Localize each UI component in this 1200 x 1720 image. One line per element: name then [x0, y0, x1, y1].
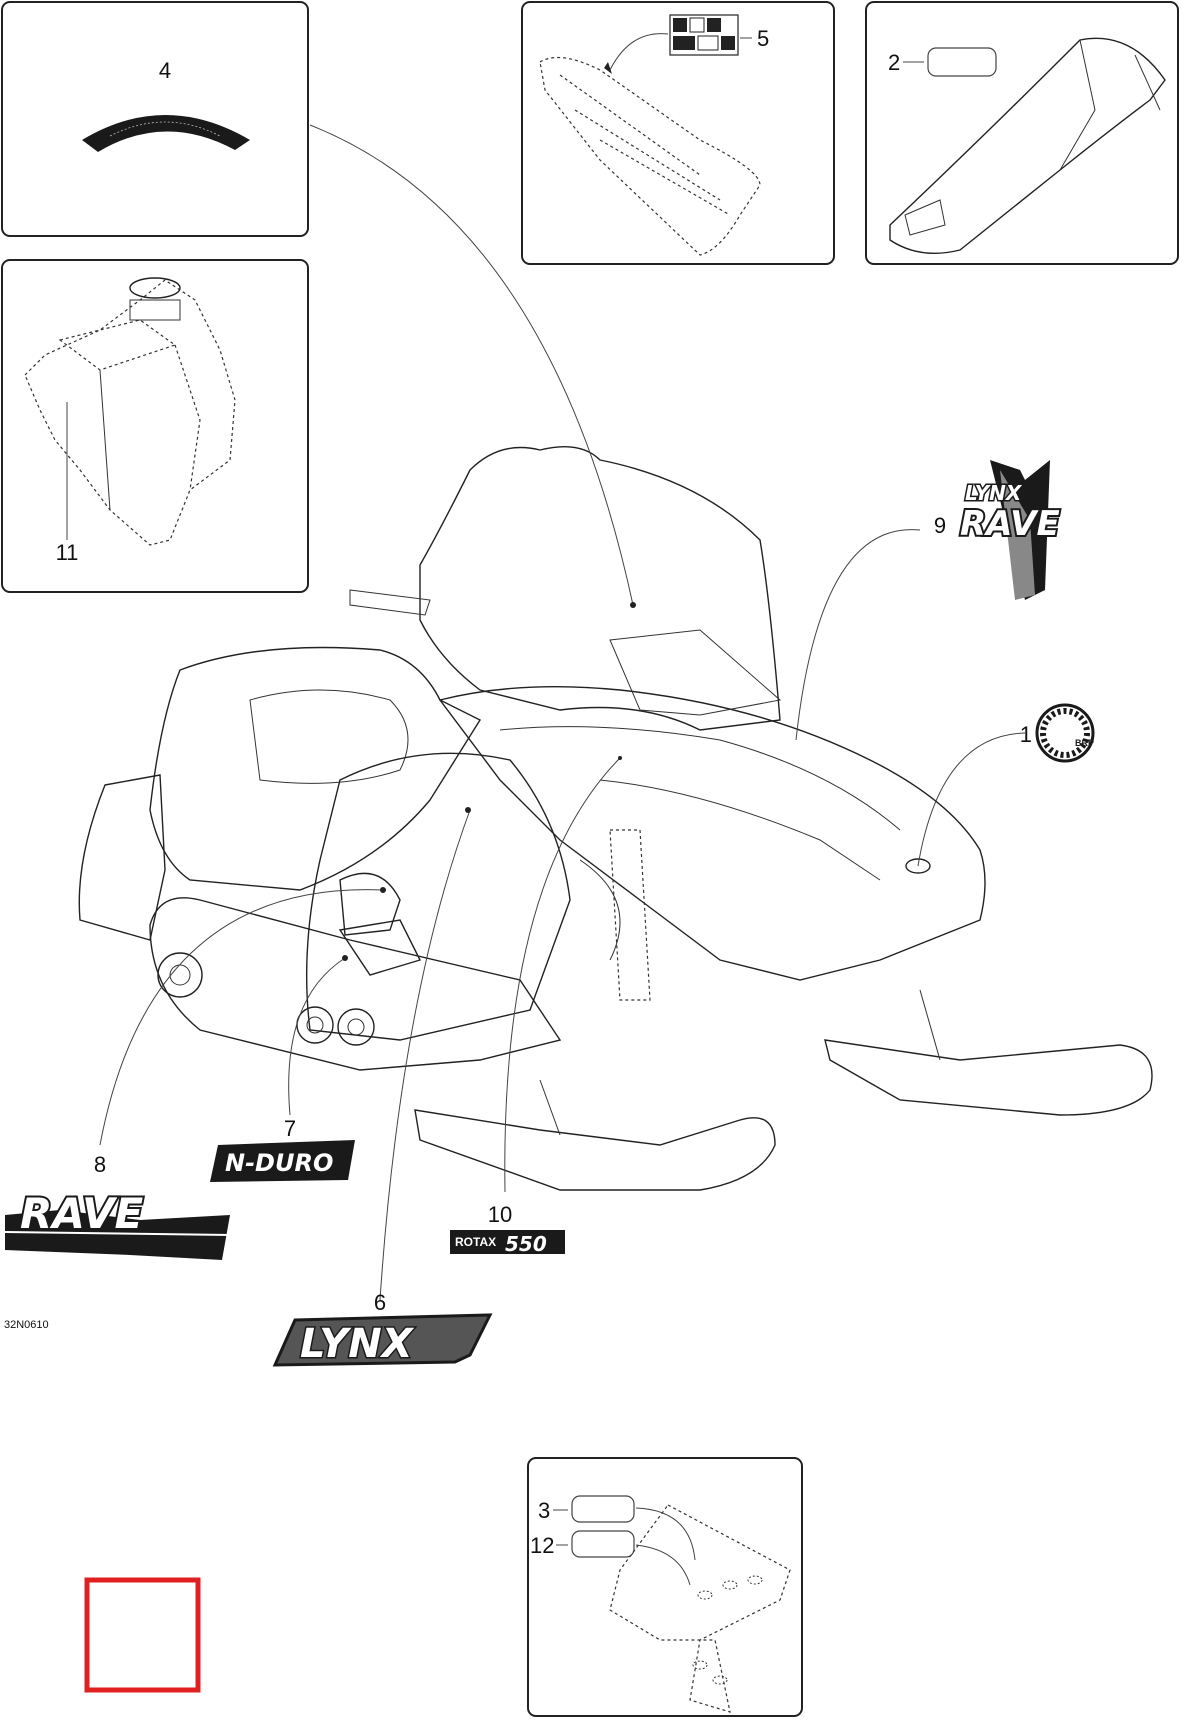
leader-7	[288, 957, 346, 1116]
rotax-number: 550	[505, 1232, 547, 1256]
decal-lynx-6: 6 LYNX	[272, 1290, 493, 1369]
lynx-small-text: LYNX	[965, 481, 1023, 505]
rave-small-text: RAVE	[960, 504, 1060, 544]
lynx-text: LYNX	[300, 1321, 415, 1367]
brp-text: BRP	[1075, 738, 1094, 748]
inset-bracket-3-12: 3 12	[527, 1457, 803, 1717]
decal-nduro-7: 7 N-DURO	[210, 1116, 355, 1182]
callout-11: 11	[56, 540, 79, 565]
blank-label-12	[571, 1530, 635, 1558]
inset-decal-4: 4	[1, 1, 309, 237]
blank-label-3	[571, 1495, 635, 1523]
decal-lynx-rave-9: LYNX RAVE 9	[934, 460, 1062, 600]
callout-5: 5	[757, 26, 769, 51]
blank-label-2	[927, 47, 997, 77]
rotax-word: ROTAX	[455, 1235, 496, 1249]
warning-label	[669, 14, 739, 56]
inset-hood-decal-2: 2	[865, 1, 1179, 265]
decal-brp-1: BRP 1	[1020, 703, 1095, 763]
decal-rotax-10: 10 ROTAX 550	[450, 1202, 565, 1256]
figure-code: 32N0610	[4, 1319, 49, 1331]
nduro-text: N-DURO	[225, 1149, 333, 1177]
callout-10: 10	[488, 1202, 512, 1227]
leader-1	[917, 732, 1026, 867]
callout-12: 12	[530, 1533, 554, 1558]
leader-10	[504, 757, 621, 1193]
leader-6	[379, 809, 471, 1301]
leader-8	[99, 889, 384, 1146]
rave-text: RAVE	[20, 1189, 144, 1238]
callout-7: 7	[284, 1116, 296, 1141]
highlight-box	[84, 1577, 201, 1693]
callout-6: 6	[374, 1290, 386, 1315]
inset-tank-11: 11	[1, 259, 309, 593]
snowmobile-outline	[78, 445, 1153, 1191]
inset-seat-decal-5: 5	[521, 1, 835, 265]
callout-1: 1	[1020, 722, 1032, 747]
callout-3: 3	[538, 1498, 550, 1523]
callout-2: 2	[888, 50, 900, 75]
leader-9	[795, 529, 921, 741]
callout-4: 4	[159, 58, 171, 83]
leader-lines	[99, 124, 1026, 1301]
callout-8: 8	[94, 1152, 106, 1177]
callout-9: 9	[934, 513, 946, 538]
decal-rave-8: 8 RAVE	[4, 1152, 231, 1260]
leader-4	[309, 124, 634, 606]
curved-decal-4	[82, 115, 250, 152]
